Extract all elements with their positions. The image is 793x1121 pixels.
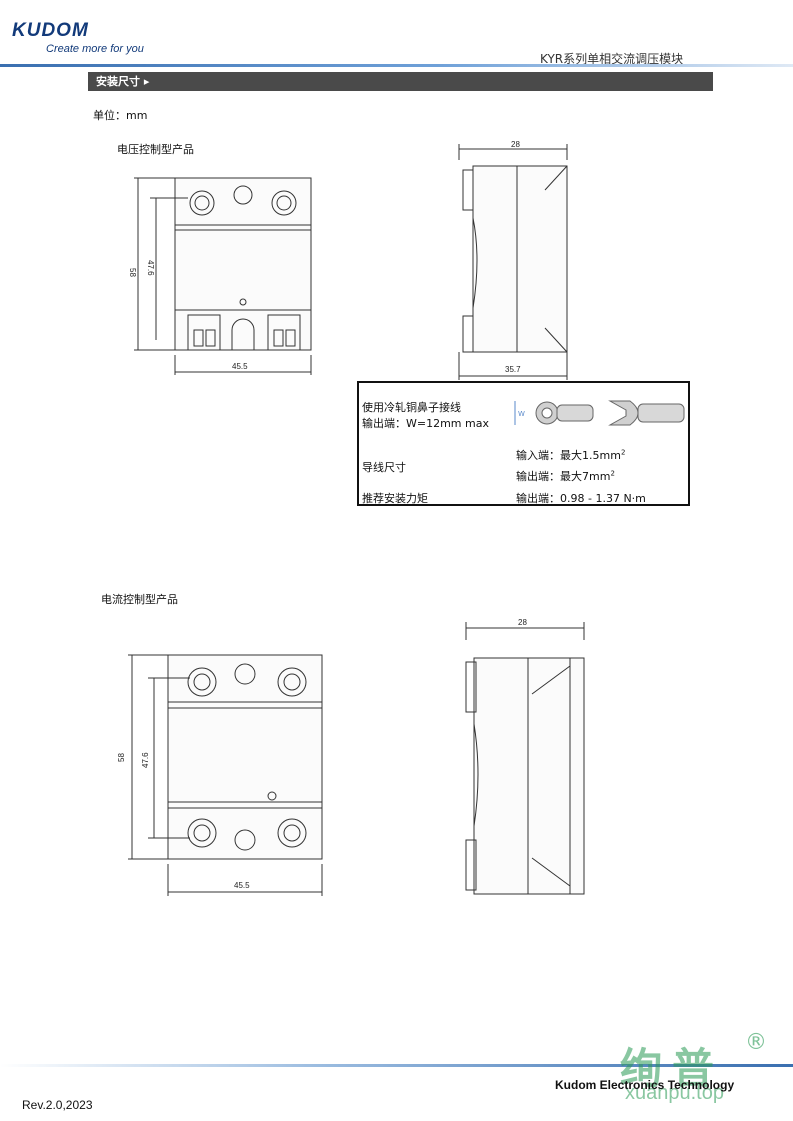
terminal-label-line1: 使用冷轧铜鼻子接线	[362, 401, 461, 414]
unit-label: 单位：mm	[93, 109, 148, 122]
watermark-registered-mark: ®	[745, 1030, 767, 1055]
footer-divider	[0, 1064, 793, 1067]
ring-terminal-icon: W	[514, 401, 594, 425]
voltage-product-title: 电压控制型产品	[117, 143, 194, 156]
watermark-url: xuanpu.top	[625, 1082, 724, 1104]
voltage-front-width-label: 45.5	[232, 362, 248, 371]
wire-output-spec: 输出端：最大7mm2	[516, 469, 615, 483]
wire-input-spec: 输入端：最大1.5mm2	[516, 448, 626, 462]
voltage-front-height-label: 58	[128, 268, 137, 277]
wire-size-label: 导线尺寸	[362, 461, 406, 474]
current-side-drawing: 28	[465, 618, 585, 895]
current-front-width-label: 45.5	[234, 881, 250, 890]
current-product-title: 电流控制型产品	[101, 593, 178, 606]
w-dimension-mark: W	[518, 410, 525, 418]
document-title: KYR系列单相交流调压模块	[540, 52, 684, 66]
current-front-drawing: 58 47.6 45.5	[117, 654, 323, 896]
watermark-text: 绚普	[620, 1044, 725, 1093]
voltage-front-inner-label: 47.6	[146, 260, 155, 276]
brand-logo: KUDOM	[12, 20, 89, 41]
brand-tagline: Create more for you	[46, 43, 144, 55]
terminal-label-line2: 输出端：W=12mm max	[362, 417, 489, 430]
revision-label: Rev.2.0,2023	[22, 1098, 93, 1112]
company-name: Kudom Electronics Technology	[555, 1078, 735, 1092]
terminal-spec-table: 使用冷轧铜鼻子接线 输出端：W=12mm max W 导线尺寸 输入端：最大1.…	[357, 381, 690, 506]
current-front-inner-label: 47.6	[141, 752, 150, 768]
header-divider	[0, 64, 793, 67]
voltage-side-depth-bottom-label: 35.7	[505, 365, 521, 374]
section-title: 安装尺寸 ▸	[88, 72, 713, 91]
torque-value: 输出端：0.98 - 1.37 N·m	[516, 492, 646, 505]
voltage-side-depth-top-label: 28	[511, 140, 520, 149]
voltage-side-drawing: 28 35.7	[458, 140, 568, 380]
torque-label: 推荐安装力矩	[362, 492, 428, 505]
voltage-front-drawing: 58 47.6 45.5	[128, 177, 312, 375]
current-front-height-label: 58	[117, 753, 126, 762]
fork-terminal-icon	[608, 400, 685, 426]
current-side-depth-top-label: 28	[518, 618, 527, 627]
